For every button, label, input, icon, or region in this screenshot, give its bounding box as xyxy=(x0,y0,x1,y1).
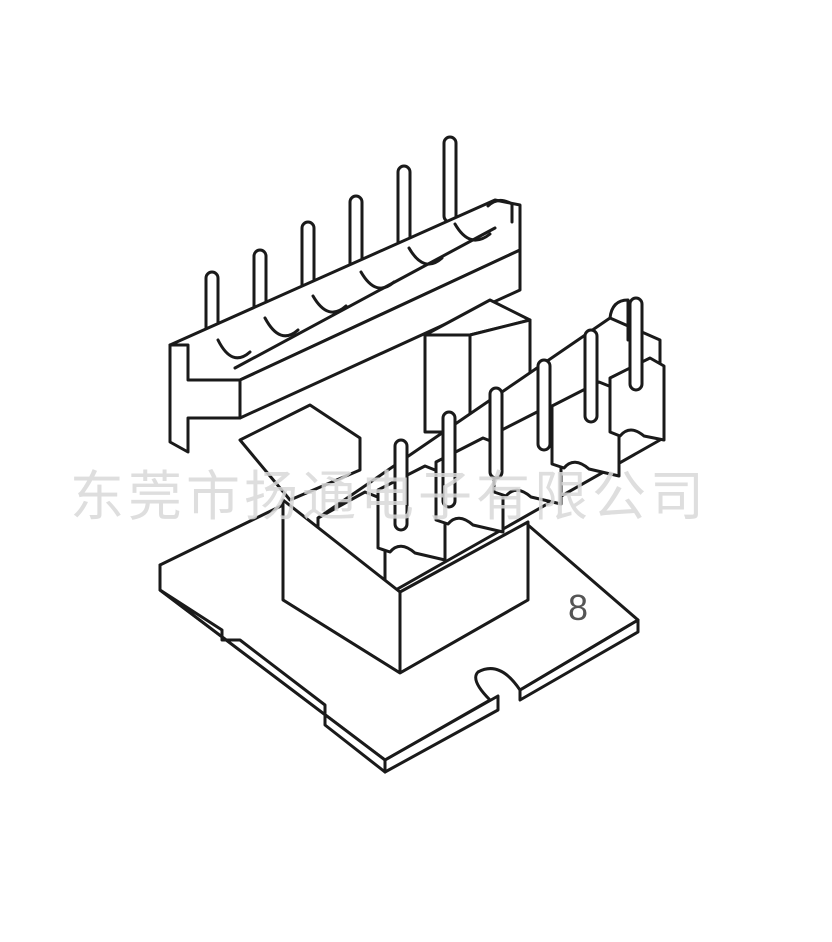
base-plate-edge xyxy=(158,563,387,774)
upper-flange xyxy=(238,403,362,502)
front-rail-pins xyxy=(393,296,644,532)
back-pin-rail xyxy=(168,135,522,454)
front-pin xyxy=(536,358,552,452)
diagram-marking-label: 8 xyxy=(568,587,589,628)
pin-block xyxy=(550,380,621,478)
back-rail-end xyxy=(168,343,242,454)
back-pin xyxy=(396,164,412,250)
back-rail-end-notch xyxy=(486,199,514,224)
back-rail-groove xyxy=(233,226,497,370)
front-pin xyxy=(488,386,504,480)
base-plate-notch-right xyxy=(518,618,640,702)
base-plate-notch-front xyxy=(383,694,500,774)
back-rail-pins xyxy=(204,135,458,379)
base-plate xyxy=(158,503,640,774)
back-pin xyxy=(442,135,458,224)
front-pin xyxy=(393,438,409,532)
front-rail-end-post xyxy=(608,298,630,342)
upper-flange-top xyxy=(238,403,362,502)
front-pin xyxy=(583,328,599,424)
back-rail-slots xyxy=(216,222,492,360)
front-pin xyxy=(628,296,644,392)
front-pin xyxy=(441,410,457,509)
pin-block xyxy=(608,356,666,442)
base-plate-top xyxy=(158,503,640,762)
